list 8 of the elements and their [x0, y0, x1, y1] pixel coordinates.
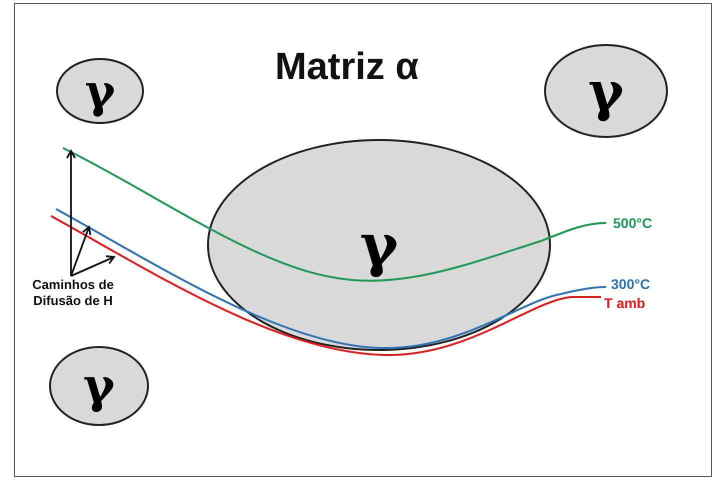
leader-arrow — [70, 226, 92, 276]
leader-arrow — [70, 255, 115, 277]
diagram-title: Matriz α — [275, 46, 419, 89]
phase-symbol: γ — [83, 362, 115, 410]
leader-arrow — [66, 150, 76, 276]
temperature-label: 300°C — [611, 276, 650, 292]
temperature-label: 500°C — [613, 215, 652, 231]
temperature-label: T amb — [604, 295, 646, 311]
